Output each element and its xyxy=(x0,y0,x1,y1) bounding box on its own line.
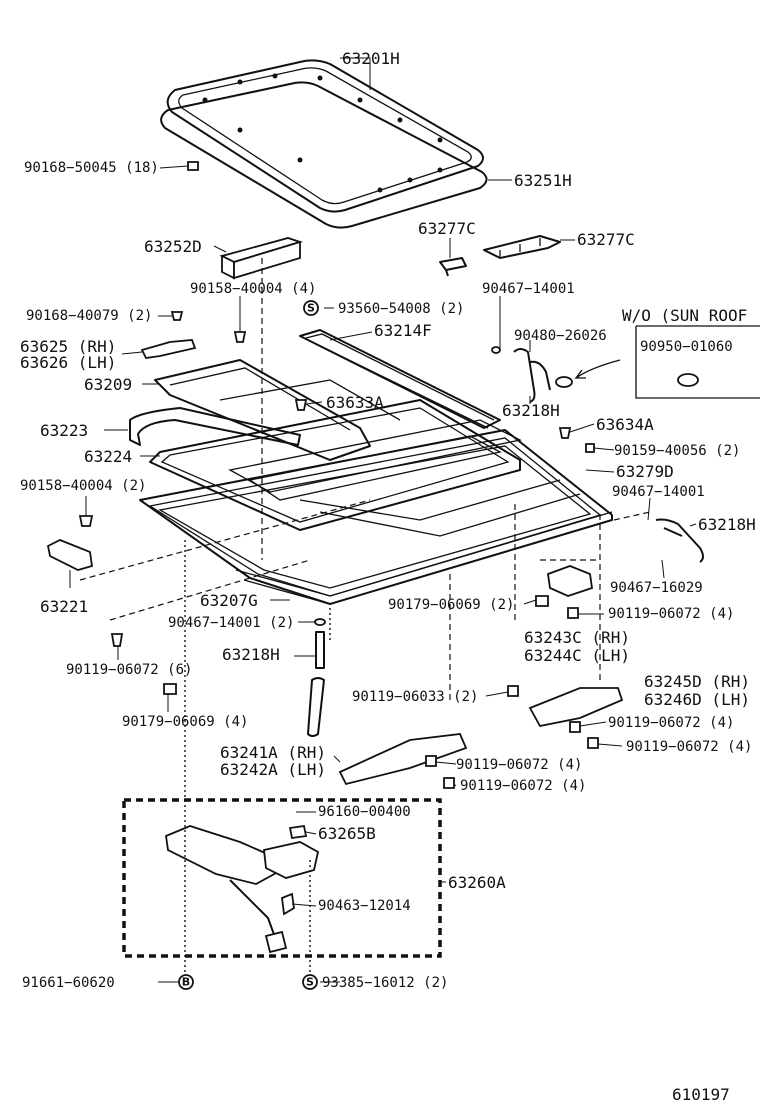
label-90158-40004-top: 90158−40004 (4) xyxy=(190,281,316,297)
label-63221: 63221 xyxy=(40,597,88,616)
frame-assy-63207G xyxy=(139,429,613,605)
label-90119-06072-r3: 90119−06072 (4) xyxy=(626,739,752,755)
bracket-63625 xyxy=(140,339,197,359)
wo-sunroof-box xyxy=(573,325,760,399)
svg-text:S: S xyxy=(306,976,314,989)
label-90168-50045: 90168−50045 (18) xyxy=(24,160,159,176)
label-63201H: 63201H xyxy=(342,49,400,68)
label-63209: 63209 xyxy=(84,375,132,394)
label-63245D: 63245D (RH) xyxy=(644,672,750,691)
marker-s-top: S xyxy=(303,300,319,316)
guide-63209 xyxy=(154,359,371,461)
label-90467-14001-right: 90467−14001 xyxy=(612,484,705,500)
label-63277C-a: 63277C xyxy=(418,219,476,238)
svg-text:B: B xyxy=(182,976,190,989)
label-90467-14001-top: 90467−14001 xyxy=(482,281,575,297)
label-63242A: 63242A (LH) xyxy=(220,760,326,779)
label-63207G: 63207G xyxy=(200,591,258,610)
label-96160-00400: 96160−00400 xyxy=(318,804,411,820)
drain-hose-63218H-right xyxy=(655,518,704,563)
bracket-63243C xyxy=(547,565,593,597)
label-wo-sunroof: W/O (SUN ROOF xyxy=(622,306,747,325)
bracket-63277C-b xyxy=(483,235,561,259)
label-63218H-mid: 63218H xyxy=(222,645,280,664)
label-90467-16029: 90467−16029 xyxy=(610,580,703,596)
label-90119-06072-r1: 90119−06072 (4) xyxy=(608,606,734,622)
label-90467-14001-mid: 90467−14001 (2) xyxy=(168,615,294,631)
label-90950-01060: 90950−01060 xyxy=(640,339,733,355)
clip-63277C-a xyxy=(439,257,467,277)
label-90119-06072-c1: 90119−06072 (4) xyxy=(456,757,582,773)
label-63243C: 63243C (RH) xyxy=(524,628,630,647)
label-63279D: 63279D xyxy=(616,462,674,481)
seal-63252D xyxy=(219,237,303,280)
label-63214F: 63214F xyxy=(374,321,432,340)
bracket-63221 xyxy=(46,539,94,571)
leader-lines xyxy=(69,57,697,983)
label-63246D: 63246D (LH) xyxy=(644,690,750,709)
label-90119-06072-c2: 90119−06072 (4) xyxy=(460,778,586,794)
label-90159-40056: 90159−40056 (2) xyxy=(614,443,740,459)
rail-63214F xyxy=(299,329,501,429)
drain-hose-63218H-mid xyxy=(307,631,325,737)
label-63241A: 63241A (RH) xyxy=(220,743,326,762)
marker-b-bottom: B xyxy=(178,974,194,990)
label-63277C-b: 63277C xyxy=(577,230,635,249)
label-90119-06033: 90119−06033 (2) xyxy=(352,689,478,705)
label-63224: 63224 xyxy=(84,447,132,466)
label-63218H-right: 63218H xyxy=(698,515,756,534)
inner-rails xyxy=(219,379,581,537)
weatherstrip-63251H xyxy=(160,81,488,229)
label-63634A: 63634A xyxy=(596,415,654,434)
drain-hose-63218H-top xyxy=(513,348,551,403)
label-90480-26026: 90480−26026 xyxy=(514,328,607,344)
label-93385-16012: 93385−16012 (2) xyxy=(322,975,448,991)
label-90168-40079: 90168−40079 (2) xyxy=(26,308,152,324)
label-90463-12014: 90463−12014 xyxy=(318,898,411,914)
alignment-lines xyxy=(79,258,651,980)
label-90119-06072-r2: 90119−06072 (4) xyxy=(608,715,734,731)
label-63633A: 63633A xyxy=(326,393,384,412)
motor-assy-63260A xyxy=(122,798,442,958)
label-63252D: 63252D xyxy=(144,237,202,256)
label-90119-06072-left: 90119−06072 (6) xyxy=(66,662,192,678)
svg-text:S: S xyxy=(307,302,315,315)
label-63218H-top: 63218H xyxy=(502,401,560,420)
part-labels: 63201H 63251H 90168−50045 (18) 63252D 63… xyxy=(20,49,756,1104)
fasteners xyxy=(78,161,599,840)
label-90158-40004-left: 90158−40004 (2) xyxy=(20,478,146,494)
label-63251H: 63251H xyxy=(514,171,572,190)
label-90179-06069-mid: 90179−06069 (2) xyxy=(388,597,514,613)
label-63223: 63223 xyxy=(40,421,88,440)
label-63265B: 63265B xyxy=(318,824,376,843)
label-91661-60620: 91661−60620 xyxy=(22,975,115,991)
marker-s-bottom: S xyxy=(302,974,318,990)
label-63244C: 63244C (LH) xyxy=(524,646,630,665)
glass-panel-63201H xyxy=(166,59,484,213)
figure-number: 610197 xyxy=(672,1085,730,1104)
label-90179-06069-left: 90179−06069 (4) xyxy=(122,714,248,730)
bracket-63241A xyxy=(338,733,468,786)
label-63626: 63626 (LH) xyxy=(20,353,116,372)
label-63625: 63625 (RH) xyxy=(20,337,116,356)
drip-channel-63223 xyxy=(129,407,301,446)
bracket-63245D xyxy=(528,687,624,728)
label-93560-54008: 93560−54008 (2) xyxy=(338,301,464,317)
label-63260A: 63260A xyxy=(448,873,506,892)
housing-63224 xyxy=(149,399,521,531)
